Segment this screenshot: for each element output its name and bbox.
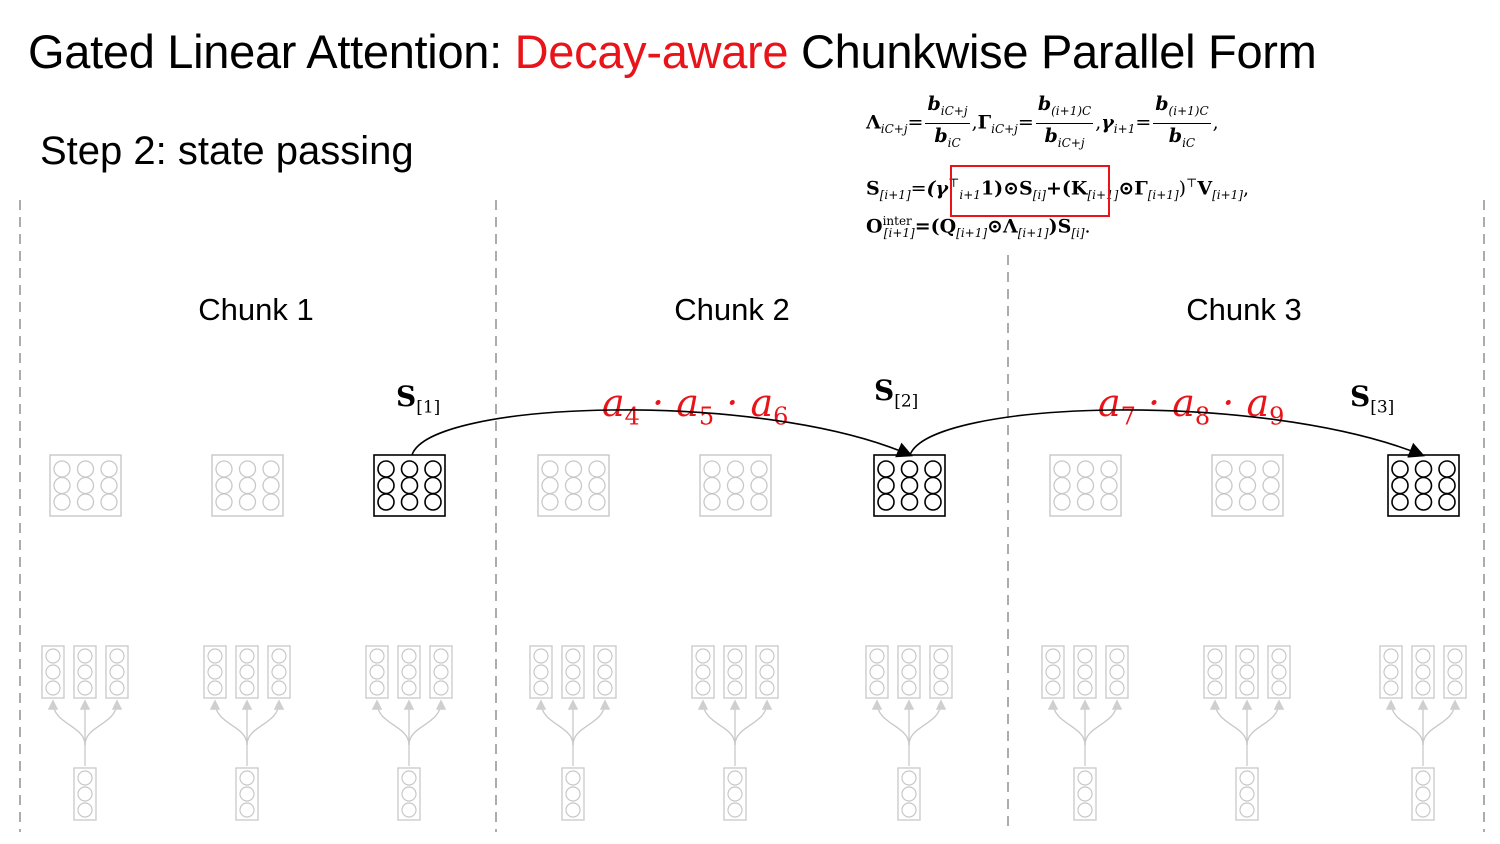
state-label-1: S[1] xyxy=(396,380,441,418)
state-matrix-icon xyxy=(537,454,610,517)
arrow-icon xyxy=(909,409,1425,458)
title-prefix: Gated Linear Attention: xyxy=(28,25,515,78)
state-matrix-icon xyxy=(1211,454,1284,517)
state-matrix-icon xyxy=(373,454,446,517)
chunk-3-label: Chunk 3 xyxy=(1186,292,1302,327)
chunk-2-label: Chunk 2 xyxy=(674,292,790,327)
formula-line-2: S[i+1]=(γ⊤i+11)⊙S[i]+(K[i+1]⊙Γ[i+1])⊤V[i… xyxy=(866,176,1250,203)
key-value-vector-icon xyxy=(365,645,453,821)
title-highlight: Decay-aware xyxy=(514,25,789,78)
arrow-icon xyxy=(411,409,913,458)
state-label-2: S[2] xyxy=(874,374,919,412)
key-value-vector-icon xyxy=(41,645,129,821)
key-value-vector-icon xyxy=(1379,645,1467,821)
title-suffix: Chunkwise Parallel Form xyxy=(788,25,1317,78)
kv-columns xyxy=(41,645,1467,821)
state-matrix-icon xyxy=(49,454,122,517)
step-subtitle: Step 2: state passing xyxy=(40,129,414,173)
chunk-1-label: Chunk 1 xyxy=(198,292,314,327)
state-matrix-icon xyxy=(699,454,772,517)
key-value-vector-icon xyxy=(865,645,953,821)
state-matrices xyxy=(49,454,1460,517)
state-matrix-icon xyxy=(1387,454,1460,517)
highlight-box xyxy=(950,165,1110,217)
state-matrix-icon xyxy=(211,454,284,517)
state-matrix-icon xyxy=(873,454,946,517)
state-matrix-icon xyxy=(1049,454,1122,517)
key-value-vector-icon xyxy=(1203,645,1291,821)
formula-line-3: Ointer[i+1]=(Q[i+1]⊙Λ[i+1])S[i]. xyxy=(866,214,1091,241)
key-value-vector-icon xyxy=(1041,645,1129,821)
decay-label-1: a4 · a5 · a6 xyxy=(602,381,789,431)
chunk-dividers xyxy=(19,200,1485,832)
key-value-vector-icon xyxy=(203,645,291,821)
state-label-3: S[3] xyxy=(1350,380,1395,418)
key-value-vector-icon xyxy=(691,645,779,821)
key-value-vector-icon xyxy=(529,645,617,821)
page-title: Gated Linear Attention: Decay-aware Chun… xyxy=(28,20,1317,84)
